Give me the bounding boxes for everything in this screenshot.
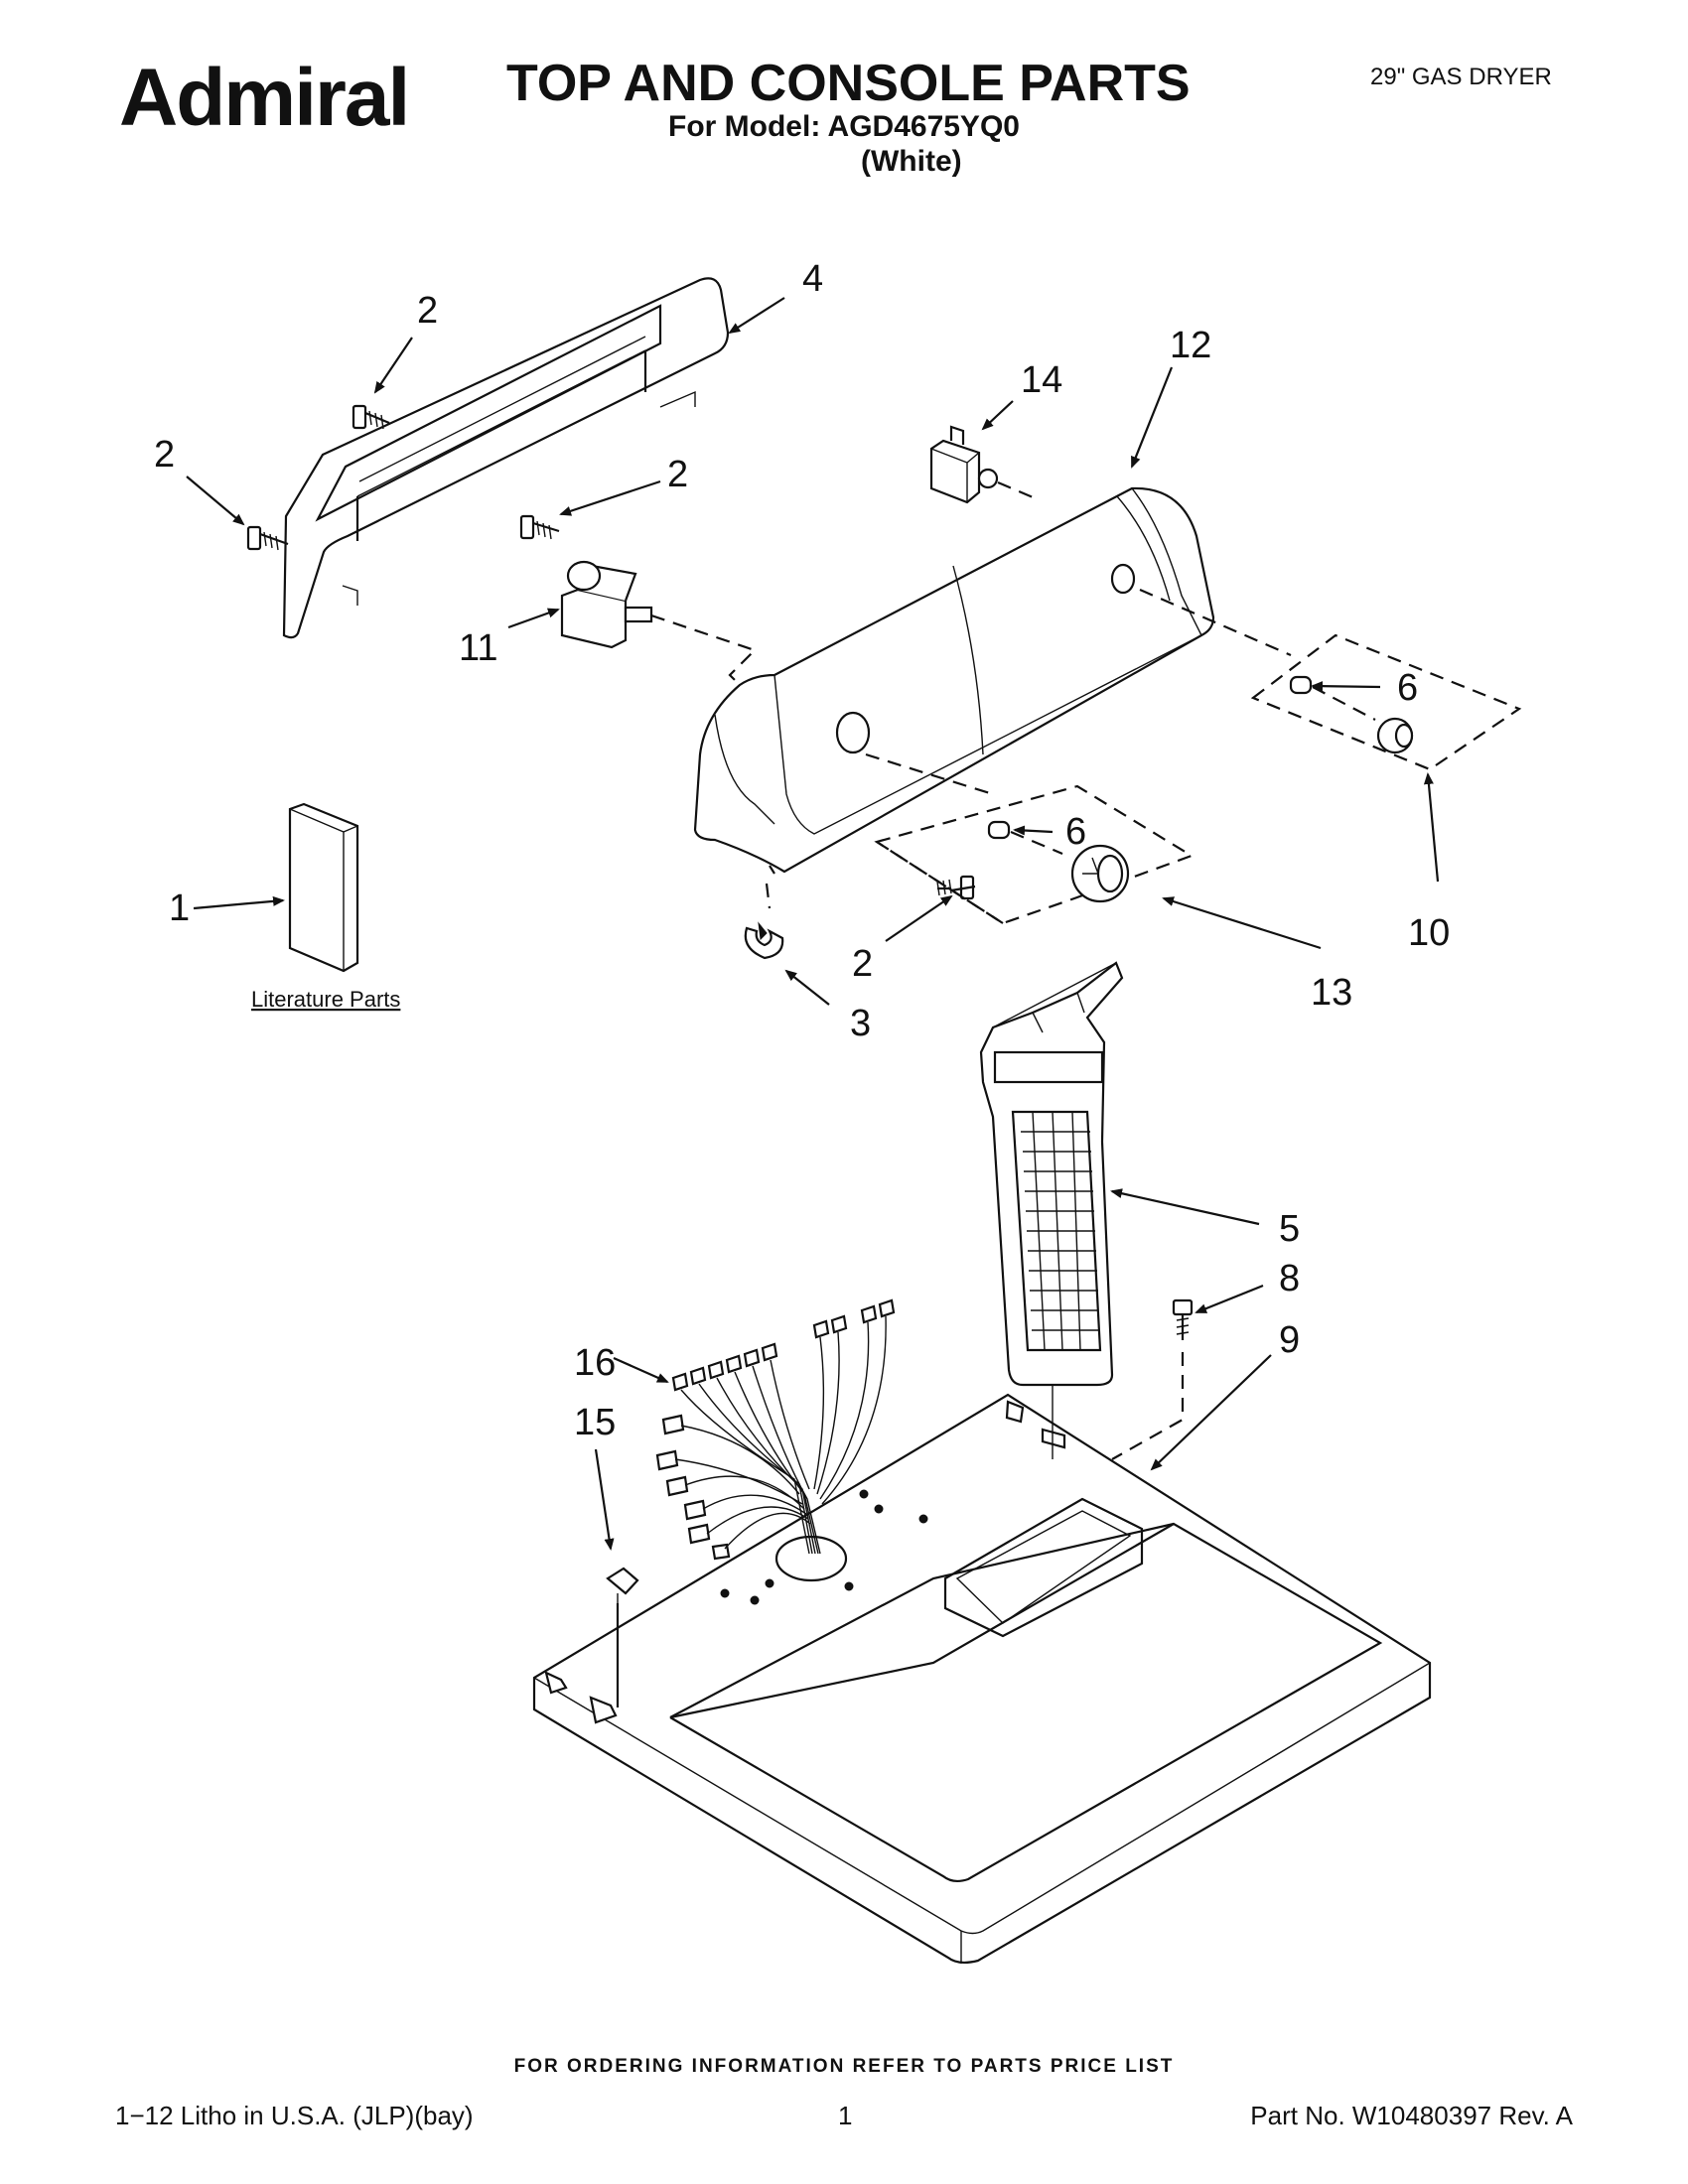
callout-15: 15 <box>574 1402 616 1443</box>
part-number: Part No. W10480397 Rev. A <box>1250 2101 1573 2130</box>
footer-litho: 1−12 Litho in U.S.A. (JLP)(bay) <box>115 2101 474 2130</box>
screw-part-8 <box>1111 1298 1194 1460</box>
model-line: For Model: AGD4675YQ0 <box>668 110 1020 143</box>
callout-8: 8 <box>1279 1258 1300 1299</box>
literature-parts-label: Literature Parts <box>251 987 400 1012</box>
switch-part-14 <box>929 425 1039 504</box>
leader-arrows <box>186 297 1440 1551</box>
callout-2-d: 2 <box>852 943 873 985</box>
page-number: 1 <box>838 2101 853 2130</box>
knob-group-part-10 <box>1250 633 1522 771</box>
knob-group-part-13 <box>874 784 1195 925</box>
screw-part-2-c <box>519 514 560 540</box>
callout-1: 1 <box>169 887 190 929</box>
top-panel-part-9 <box>532 1385 1432 1965</box>
callout-5: 5 <box>1279 1208 1300 1250</box>
brand-logo: Admiral <box>119 53 410 143</box>
wire-harness-part-16 <box>655 1298 896 1561</box>
appliance-type: 29" GAS DRYER <box>1370 64 1552 90</box>
callout-6-b: 6 <box>1065 811 1086 853</box>
timer-switch-part-11 <box>560 560 758 686</box>
color-line: (White) <box>861 145 962 178</box>
lint-screen-part-5 <box>979 961 1124 1387</box>
console-part-12 <box>693 486 1292 909</box>
callout-11: 11 <box>459 627 497 669</box>
callout-2-a: 2 <box>417 290 438 332</box>
callout-13: 13 <box>1311 972 1352 1014</box>
callout-12: 12 <box>1170 325 1211 366</box>
callout-16: 16 <box>574 1342 616 1384</box>
ordering-note: FOR ORDERING INFORMATION REFER TO PARTS … <box>513 2056 1175 2077</box>
callout-3: 3 <box>850 1003 871 1044</box>
callout-4: 4 <box>802 258 823 300</box>
screw-part-2-b <box>246 525 289 551</box>
page-title: TOP AND CONSOLE PARTS <box>506 55 1191 112</box>
callout-labels: 1 2 2 2 2 3 4 5 6 6 8 9 10 11 12 13 14 1… <box>154 258 1450 1443</box>
screw-part-2-d <box>936 875 976 900</box>
callout-9: 9 <box>1279 1319 1300 1361</box>
callout-14: 14 <box>1021 359 1062 401</box>
callout-10: 10 <box>1408 912 1450 954</box>
rear-panel-part-4 <box>282 277 730 639</box>
screw-part-2-a <box>352 404 390 430</box>
literature-part-1 <box>288 802 359 973</box>
clip-part-3 <box>744 921 784 960</box>
callout-6-a: 6 <box>1397 667 1418 709</box>
callout-2-c: 2 <box>667 454 688 495</box>
callout-2-b: 2 <box>154 434 175 476</box>
clip-part-15 <box>606 1567 639 1707</box>
